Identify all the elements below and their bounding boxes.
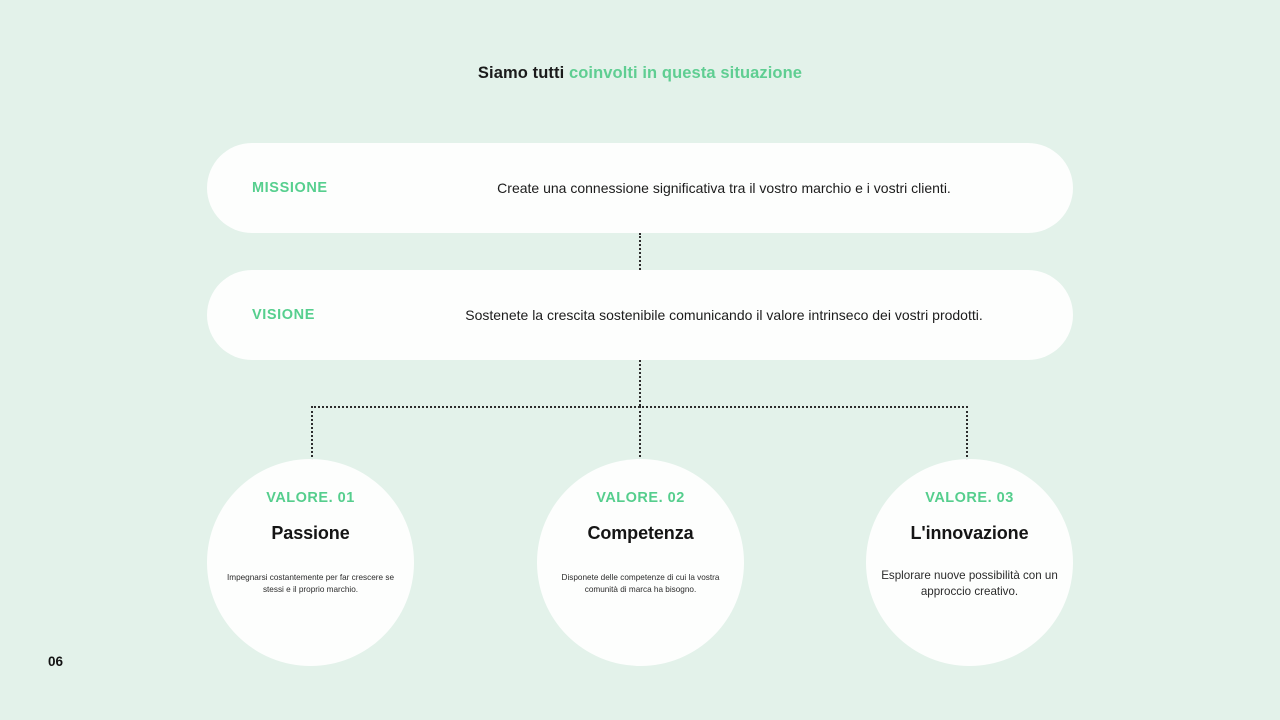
value-1-title: Passione	[271, 523, 350, 543]
vision-card[interactable]: VISIONE Sostenete la crescita sostenibil…	[207, 270, 1073, 360]
vision-text: Sostenete la crescita sostenibile comuni…	[465, 306, 983, 323]
value-2-description: Disponete delle competenze di cui la vos…	[561, 573, 720, 594]
value-2-title: Competenza	[587, 523, 694, 543]
value-circle-2[interactable]: VALORE. 02 Competenza Disponete delle co…	[537, 459, 744, 666]
connector-vision-stem	[639, 360, 641, 406]
page-number: 06	[48, 654, 64, 669]
value-circle-3[interactable]: VALORE. 03 L'innovazione Esplorare nuove…	[866, 459, 1073, 666]
value-1-description: Impegnarsi costantemente per far crescer…	[226, 573, 394, 594]
value-2-eyebrow: VALORE. 02	[596, 490, 685, 506]
page-title-accent-part: coinvolti in questa situazione	[568, 64, 803, 82]
connector-drop-value-2	[639, 406, 641, 461]
value-3-eyebrow: VALORE. 03	[925, 490, 1014, 506]
value-3-description: Esplorare nuove possibilità con un appro…	[881, 569, 1058, 599]
value-circle-1[interactable]: VALORE. 01 Passione Impegnarsi costantem…	[207, 459, 414, 666]
value-1-eyebrow: VALORE. 01	[266, 490, 355, 506]
vision-label: VISIONE	[252, 307, 316, 323]
connector-drop-value-1	[311, 406, 313, 461]
value-3-title: L'innovazione	[910, 523, 1029, 543]
mission-label: MISSIONE	[252, 180, 328, 196]
mission-card[interactable]: MISSIONE Create una connessione signific…	[207, 143, 1073, 233]
connector-drop-value-3	[966, 406, 968, 461]
connector-mission-to-vision	[639, 233, 641, 270]
mission-text: Create una connessione significativa tra…	[497, 179, 951, 196]
page-title-dark-part: Siamo tutti	[477, 64, 569, 82]
page-title: Siamo tutti coinvolti in questa situazio…	[0, 64, 1280, 83]
